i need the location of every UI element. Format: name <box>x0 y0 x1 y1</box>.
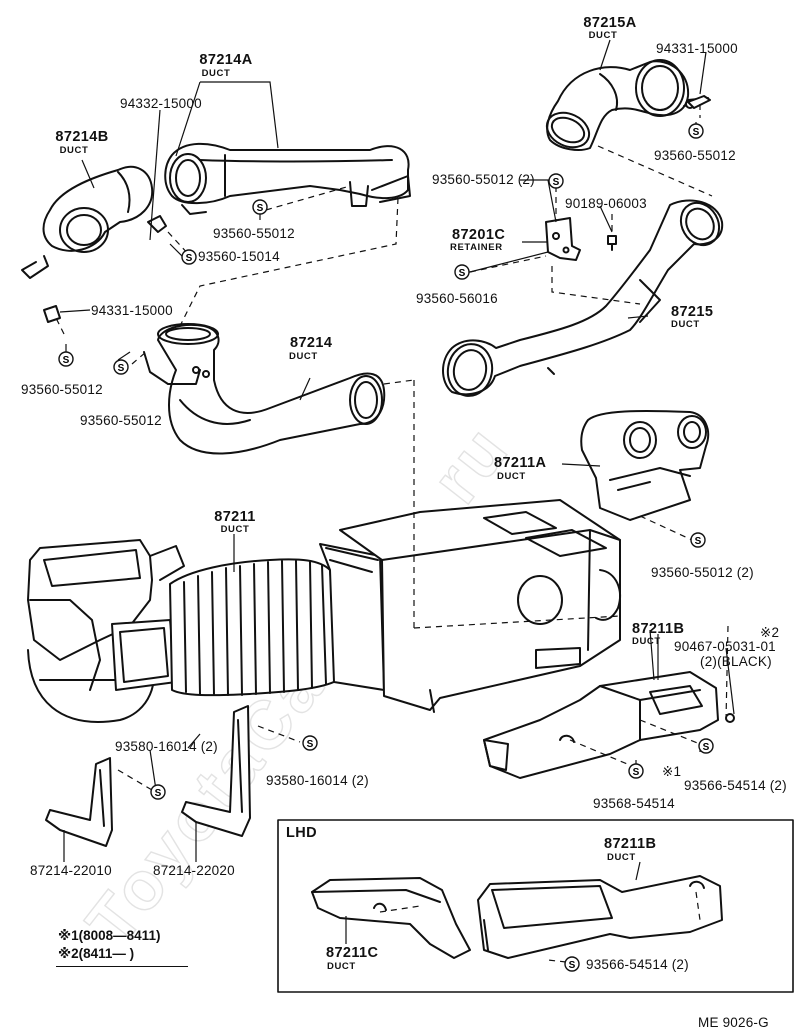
svg-text:S: S <box>693 127 700 138</box>
legend-mark-2: ※2 <box>58 946 79 961</box>
legend-range-1: (8008—8411) <box>78 928 161 943</box>
duct-87214b-drawing <box>21 165 167 279</box>
seal-icon: S <box>690 532 706 548</box>
lhd-duct-87211c-drawing <box>311 877 471 959</box>
seal-icon: S <box>252 199 268 215</box>
duct-87214a-drawing <box>164 142 411 215</box>
retainer-87201c-drawing <box>545 217 617 261</box>
seal-icon: S <box>548 173 564 189</box>
duct-87215a-drawing <box>545 59 709 151</box>
seal-marks: S S S S S S S S S S S S S <box>58 123 714 972</box>
part-number-87215a: 87215A <box>583 15 637 31</box>
part-number-94331-15000-top: 94331-15000 <box>656 41 738 56</box>
svg-text:S: S <box>459 268 466 279</box>
seal-icon: S <box>302 735 318 751</box>
diagram-code: ME 9026-G <box>698 1015 769 1030</box>
part-desc-87211a: DUCT <box>497 471 526 482</box>
part-desc-87211b-lhd: DUCT <box>607 852 636 863</box>
part-desc-87211c: DUCT <box>327 961 356 972</box>
part-desc-87211: DUCT <box>220 524 250 535</box>
svg-text:S: S <box>155 788 162 799</box>
svg-text:S: S <box>257 203 264 214</box>
lhd-duct-87211b-drawing <box>477 875 723 959</box>
legend-mark-1: ※1 <box>58 928 79 943</box>
legend-range-2: (8411— ) <box>78 946 135 961</box>
part-number-93560-55012-2-upper: 93560-55012 (2) <box>432 172 535 187</box>
part-number-93580-16014-right: 93580-16014 (2) <box>266 773 369 788</box>
part-number-90189-06003: 90189-06003 <box>565 196 647 211</box>
part-number-87214: 87214 <box>290 335 333 351</box>
duct-87214-drawing <box>143 323 386 455</box>
note-mark-1: ※1 <box>662 764 682 779</box>
lhd-box <box>277 819 794 993</box>
part-number-87211c: 87211C <box>326 945 379 961</box>
part-number-94331-15000-left: 94331-15000 <box>91 303 173 318</box>
part-number-93560-55012-left: 93560-55012 <box>21 382 103 397</box>
seal-icon: S <box>113 359 129 375</box>
part-desc-87215a: DUCT <box>588 30 618 41</box>
seal-icon: S <box>698 738 714 754</box>
part-number-87211a: 87211A <box>494 455 547 471</box>
part-desc-87201c: RETAINER <box>450 242 503 253</box>
part-desc-87215: DUCT <box>671 319 700 330</box>
part-number-93580-16014-left: 93580-16014 (2) <box>115 739 218 754</box>
svg-text:S: S <box>63 355 70 366</box>
svg-text:S: S <box>553 177 560 188</box>
part-desc-87214: DUCT <box>289 351 318 362</box>
part-number-87214b: 87214B <box>55 129 109 145</box>
svg-text:S: S <box>118 363 125 374</box>
part-number-93560-55012-mid: 93560-55012 <box>213 226 295 241</box>
svg-text:S: S <box>703 742 710 753</box>
legend-row-1: ※1(8008—8411) <box>58 929 160 943</box>
seal-icon: S <box>688 123 704 139</box>
svg-text:S: S <box>307 739 314 750</box>
part-number-87214-22010: 87214-22010 <box>30 863 112 878</box>
seal-icon: S <box>58 351 74 367</box>
svg-text:S: S <box>633 767 640 778</box>
svg-text:S: S <box>695 536 702 547</box>
part-number-87215: 87215 <box>671 304 714 320</box>
dashed-alignment-lines <box>55 104 729 963</box>
bracket-87214-22010-drawing <box>45 757 113 847</box>
clamp-94331-drawing <box>687 95 711 109</box>
part-number-93560-55012-top: 93560-55012 <box>654 148 736 163</box>
part-number-93566-54514-lhd: 93566-54514 (2) <box>586 957 689 972</box>
part-note-black: (2)(BLACK) <box>700 654 772 669</box>
part-number-87214-22020: 87214-22020 <box>153 863 235 878</box>
part-number-93566-54514: 93566-54514 (2) <box>684 778 787 793</box>
part-number-93568-54514: 93568-54514 <box>593 796 675 811</box>
part-number-87214a: 87214A <box>199 52 253 68</box>
part-desc-87211b: DUCT <box>632 636 661 647</box>
seal-icon: S <box>454 264 470 280</box>
lhd-label: LHD <box>286 825 318 841</box>
clip-94331-left-drawing <box>43 305 61 323</box>
part-number-87201c: 87201C <box>452 227 506 243</box>
seal-icon: S <box>150 784 166 800</box>
seal-icon: S <box>181 249 197 265</box>
part-number-93560-56016: 93560-56016 <box>416 291 498 306</box>
part-number-93560-55012-lower: 93560-55012 <box>80 413 162 428</box>
part-number-94332-15000: 94332-15000 <box>120 96 202 111</box>
svg-text:S: S <box>569 960 576 971</box>
duct-87215-drawing <box>442 199 724 397</box>
seal-icon: S <box>564 956 580 972</box>
duct-87211b-drawing <box>483 671 735 779</box>
heater-unit-87211-drawing <box>27 499 621 723</box>
part-number-87211b: 87211B <box>632 621 685 637</box>
part-desc-87214a: DUCT <box>201 68 231 79</box>
legend-row-2: ※2(8411— ) <box>58 947 134 961</box>
note-mark-2: ※2 <box>760 625 780 640</box>
seal-icon: S <box>628 763 644 779</box>
part-desc-87214b: DUCT <box>59 145 89 156</box>
part-number-87211b-lhd: 87211B <box>604 836 657 852</box>
svg-text:S: S <box>186 253 193 264</box>
legend-underline <box>56 966 188 967</box>
part-number-90467-05031-01: 90467-05031-01 <box>674 639 776 654</box>
part-number-93560-55012-2-lower: 93560-55012 (2) <box>651 565 754 580</box>
duct-87211a-drawing <box>580 409 710 521</box>
part-number-93560-15014: 93560-15014 <box>198 249 280 264</box>
part-number-87211: 87211 <box>214 509 256 525</box>
